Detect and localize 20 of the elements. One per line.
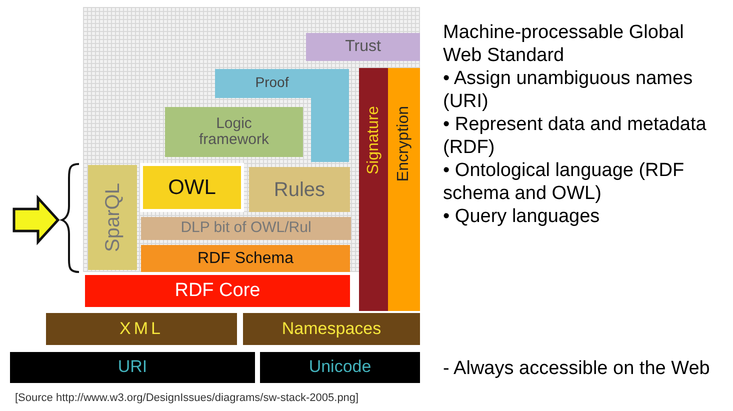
rdf-core-layer: RDF Core	[85, 275, 350, 307]
encryption-layer: Encryption	[388, 68, 420, 311]
trust-layer: Trust	[306, 33, 420, 61]
namespaces-layer: Namespaces	[243, 313, 420, 345]
rdf-schema-layer: RDF Schema	[141, 245, 350, 272]
source-note: [Source http://www.w3.org/DesignIssues/diagrams/sw-stack-2005.png]	[15, 391, 360, 405]
uri-layer: URI	[10, 352, 255, 383]
description-text: • Represent data and metadata (RDF)	[443, 113, 708, 159]
owl-layer: OWL	[140, 163, 244, 212]
dlp-layer: DLP bit of OWL/Rul	[141, 217, 351, 240]
xml-layer: XML	[46, 313, 237, 345]
description-text: • Ontological language (RDF schema and OWL)	[443, 159, 686, 205]
rules-layer: Rules	[249, 167, 350, 212]
sparql-layer: SparQL	[88, 165, 137, 270]
note-text: - Always accessible on the Web	[443, 357, 711, 380]
signature-layer: Signature	[359, 68, 388, 311]
description-text: Machine-processable Global Web Standard	[443, 21, 685, 67]
description-text: • Query languages	[443, 205, 601, 228]
description-text: • Assign unambiguous names (URI)	[443, 67, 694, 113]
unicode-layer: Unicode	[260, 352, 420, 383]
